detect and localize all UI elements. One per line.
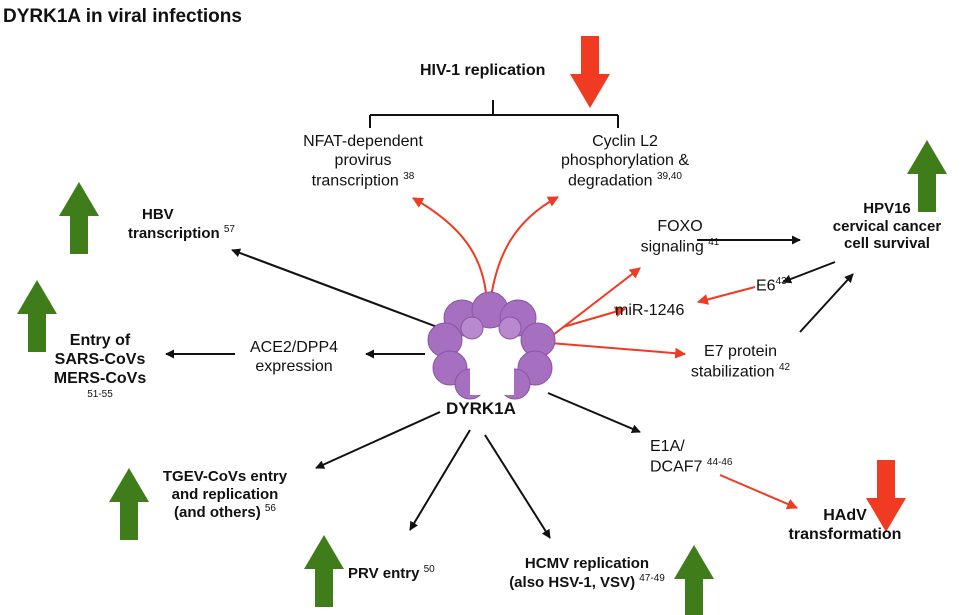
inhibit-foxo [552,267,641,336]
inhibit-nfat [412,197,488,306]
inhibit-e7 [549,342,687,359]
hbv-label: HBV transcription 57 [128,206,235,242]
cyclin-label: Cyclin L2 phosphorylation & degradation … [560,133,690,190]
dyrk1a-label: DYRK1A [446,399,516,418]
arrow-to-prv [409,429,471,531]
hiv-title: HIV-1 replication [420,62,546,79]
arrow-to-hcmv [484,434,551,539]
hiv-down-arrow-icon [570,36,610,108]
foxo-label: FOXO signaling 41 [640,218,720,256]
inhibit-cyclin [489,196,559,306]
hcmv-label: HCMV replication (also HSV-1, VSV) 47-49 [509,555,665,591]
arrow-to-hbv [231,248,441,329]
arrow-to-e1a [547,392,641,433]
hpv-label: HPV16 cervical cancer cell survival [832,200,942,253]
hpv-up-arrow-icon [907,140,947,212]
hadv-down-arrow-icon [866,460,906,532]
dyrk1a-protein-notch [470,342,514,395]
tgev-label: TGEV-CoVs entry and replication (and oth… [162,468,288,522]
sars-up-arrow-icon [17,280,57,352]
prv-up-arrow-icon [304,535,344,607]
arrow-hpv-to-e6 [782,261,836,284]
sars-label: Entry of SARS-CoVs MERS-CoVs 51-55 [53,332,147,400]
arrow-e7-to-hpv [799,273,854,333]
inhibit-mir [562,306,627,328]
hcmv-up-arrow-icon [674,545,714,615]
e1a-label: E1A/ DCAF7 44-46 [650,438,733,476]
inhibit-e1a-hadv [719,474,799,510]
e7-label: E7 protein stabilization 42 [690,343,791,381]
inhibit-mir-e6 [696,286,756,305]
nfat-label: NFAT-dependent provirus transcription 38 [303,133,423,190]
page-title: DYRK1A in viral infections [3,6,242,27]
mir-label: miR-1246 [615,302,685,319]
e6-label: E643 [756,276,787,295]
hiv-bracket [369,100,619,128]
ace2-label: ACE2/DPP4 expression [249,339,339,375]
prv-label: PRV entry 50 [348,564,435,582]
arrow-to-tgev [315,411,441,469]
dyrk1a-protein-icon [427,291,556,400]
hbv-up-arrow-icon [59,182,99,254]
hadv-label: HAdV transformation [788,507,902,543]
tgev-up-arrow-icon [109,468,149,540]
